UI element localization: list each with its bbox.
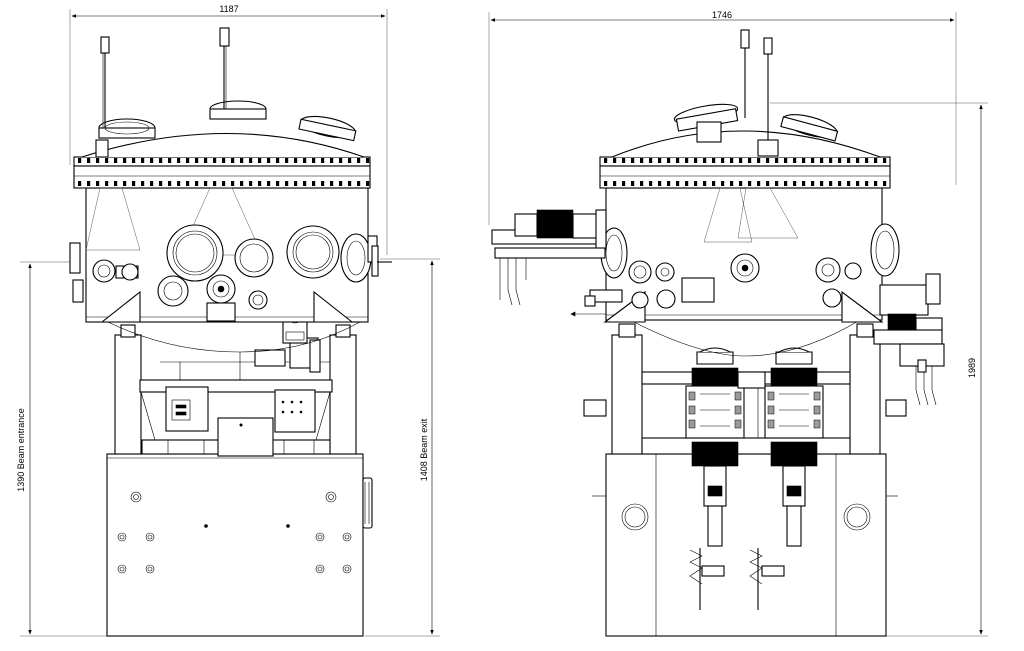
base-ports — [117, 491, 352, 574]
beam-exit-label: 1408 Beam exit — [419, 418, 429, 481]
right-view — [491, 29, 945, 637]
left-top-ports — [95, 27, 357, 158]
right-top-ports — [673, 29, 839, 157]
beam-entrance-label: 1390 Beam entrance — [16, 408, 26, 492]
left-view — [69, 27, 392, 637]
left-width-label: 1187 — [219, 4, 238, 14]
left-viewports — [69, 224, 392, 322]
right-manipulator — [873, 273, 945, 406]
flange-bolts — [78, 158, 370, 186]
right-width-label: 1746 — [712, 10, 732, 20]
left-manipulator — [491, 209, 623, 317]
left-electronics-box — [165, 386, 209, 432]
left-base-cabinet — [106, 453, 364, 637]
dimension-lines — [20, 9, 988, 637]
total-height-label: 1989 — [967, 358, 977, 378]
right-electronics-box — [274, 389, 316, 433]
right-side-ports — [600, 223, 900, 309]
right-top-flange — [599, 156, 891, 167]
left-pump-stack — [685, 347, 745, 610]
right-base-cabinet — [605, 453, 887, 637]
